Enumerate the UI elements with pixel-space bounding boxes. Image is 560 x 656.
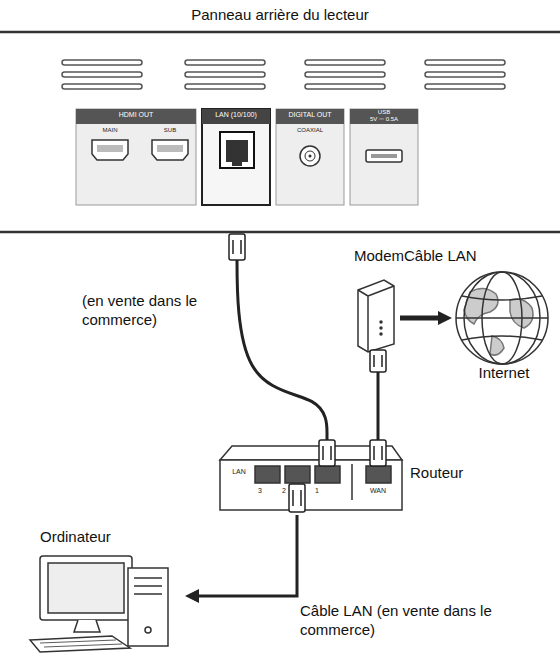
router: Routeur (215, 440, 480, 515)
node-label: Routeur (410, 464, 463, 482)
cable-connector (199, 515, 297, 596)
cable-note: Câble LAN (en vente dans le commerce) (300, 602, 550, 640)
node-label: Panneau arrière du lecteur (0, 6, 560, 24)
player-panel: Panneau arrière du lecteur (0, 0, 560, 235)
player-rear-panel (0, 32, 560, 232)
port-label: WAN (364, 487, 392, 495)
globe-drawing (456, 272, 548, 364)
node-label: Internet (452, 364, 556, 382)
port-label: COAXIAL (276, 127, 344, 134)
port-group-label: HDMI OUT (76, 111, 196, 119)
port-number: 2 (279, 487, 289, 495)
port-label: SUB (150, 127, 190, 134)
cable-note: (en vente dans le commerce) (82, 292, 230, 330)
router-drawing (220, 446, 402, 510)
internet-globe: Internet (452, 268, 559, 390)
node-label: ModemCâble LAN (354, 247, 477, 265)
computer: Ordinateur (20, 526, 185, 652)
port-group-label: LAN (226, 468, 252, 476)
port-number: 3 (255, 487, 265, 495)
node-label: Ordinateur (40, 528, 111, 546)
modem: ModemCâble LAN (350, 245, 480, 355)
port-group-label: LAN (10/100) (202, 111, 270, 119)
port-rating: 5V ⎓ 0.5A (350, 116, 418, 123)
port-label: MAIN (90, 127, 130, 134)
cable-connector (400, 316, 438, 321)
cable-connector (237, 235, 327, 440)
port-group-label: DIGITAL OUT (276, 111, 344, 119)
computer-drawing (30, 556, 168, 652)
port-number: 1 (312, 487, 322, 495)
modem-drawing (358, 280, 394, 352)
port-group-label: USB (350, 109, 418, 116)
